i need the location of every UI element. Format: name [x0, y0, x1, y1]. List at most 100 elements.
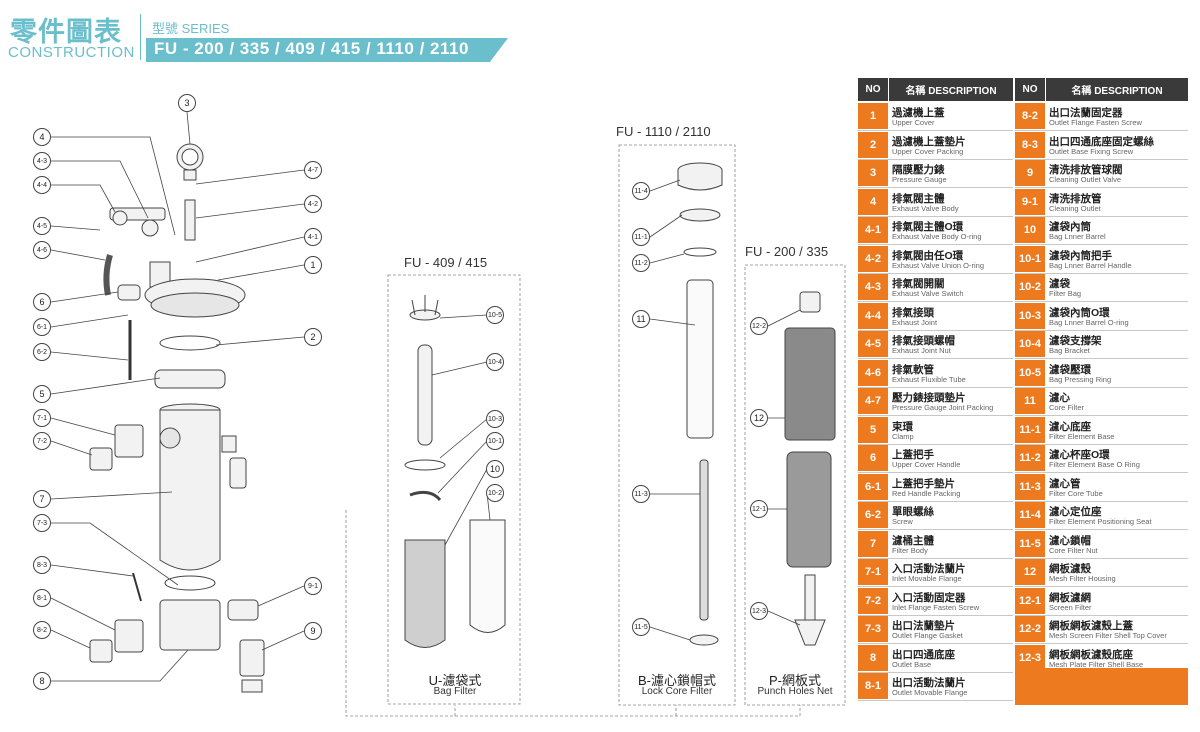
- exhaust-tube: [103, 254, 113, 296]
- row-name-en: Bag Lnner Barrel O-ring: [1049, 317, 1129, 327]
- row-name-zh: 濾心定位座: [1049, 506, 1102, 518]
- row-name-zh: 網板網板濾殼上蓋: [1049, 620, 1133, 632]
- screen-filter: [786, 451, 832, 568]
- row-number: 8-1: [858, 673, 888, 700]
- row-name-en: Exhaust Valve Body O-ring: [892, 232, 982, 241]
- inlet-fastener: [89, 447, 113, 471]
- cleaning-valve: [239, 639, 265, 677]
- callout-6-1: 6-1: [33, 318, 51, 336]
- row-name-en: Pressure Gauge Joint Packing: [892, 403, 994, 412]
- row-number: 10: [1015, 217, 1045, 244]
- title-en: CONSTRUCTION: [8, 44, 135, 61]
- bag-bracket: [417, 344, 433, 446]
- mesh-housing: [784, 327, 836, 441]
- row-name-en: Filter Core Tube: [1049, 488, 1103, 498]
- row-name-en: Outlet Movable Flange: [892, 688, 968, 697]
- mesh-base: [794, 619, 826, 646]
- row-name-en: Outlet Flange Fasten Screw: [1049, 118, 1142, 127]
- callout-5: 5: [33, 385, 51, 403]
- callout-11-2: 11-2: [632, 254, 650, 272]
- row-name-en: Upper Cover: [892, 118, 935, 127]
- row-name-zh: 濾心底座: [1049, 420, 1091, 433]
- row-number: 10-3: [1015, 302, 1045, 330]
- callout-12-2: 12-2: [750, 317, 768, 335]
- bag-caption-zh: U-濾袋式: [428, 673, 482, 688]
- row-name-zh: 入口活動法蘭片: [892, 563, 966, 575]
- callout-2: 2: [304, 328, 322, 346]
- row-number: 4-7: [858, 388, 888, 415]
- bag-filter-parts: [404, 295, 506, 648]
- callout-4-3: 4-3: [33, 152, 51, 170]
- row-name-en: Exhaust Valve Switch: [892, 289, 964, 298]
- header-divider: [140, 14, 141, 60]
- row-number: 4-3: [858, 274, 888, 301]
- callout-7-1: 7-1: [33, 409, 51, 427]
- row-number: 4-4: [858, 302, 888, 330]
- row-number: 1: [858, 103, 888, 130]
- row-name-zh: 網板網板濾殼底座: [1049, 648, 1133, 661]
- row-number: 2: [858, 131, 888, 159]
- row-name-en: Inlet Movable Flange: [892, 574, 962, 583]
- clamp: [154, 369, 226, 389]
- row-name-zh: 出口法蘭固定器: [1049, 107, 1123, 119]
- callout-4-4: 4-4: [33, 176, 51, 194]
- row-name-zh: 網板濾殼: [1049, 563, 1091, 575]
- callout-8-3: 8-3: [33, 556, 51, 574]
- row-number: 10-4: [1015, 331, 1045, 358]
- callout-8-1: 8-1: [33, 589, 51, 607]
- row-number: 11-5: [1015, 530, 1045, 558]
- row-name-en: Clamp: [892, 431, 914, 441]
- row-name-zh: 濾袋內筒O環: [1049, 306, 1110, 319]
- header-no-right: NO: [1015, 78, 1045, 101]
- row-name-zh: 濾袋壓環: [1049, 363, 1091, 376]
- row-name-en: Outlet Base Fixing Screw: [1049, 146, 1134, 156]
- row-name-zh: 出口活動法蘭片: [892, 677, 966, 689]
- row-name-en: Upper Cover Packing: [892, 146, 964, 156]
- callout-7-3: 7-3: [33, 514, 51, 532]
- callout-10-2: 10-2: [486, 484, 504, 502]
- row-name-zh: 濾袋內筒: [1049, 221, 1091, 233]
- row-name-zh: 清洗排放管球閥: [1049, 164, 1123, 176]
- callout-4-2: 4-2: [304, 195, 322, 213]
- callout-4-6: 4-6: [33, 241, 51, 259]
- row-number: 10-5: [1015, 359, 1045, 387]
- cover-packing: [159, 335, 221, 351]
- row-number: 5: [858, 416, 888, 444]
- main-filter-assembly: [89, 143, 265, 693]
- row-number: 9-1: [1015, 188, 1045, 216]
- row-name-zh: 排氣閥開關: [892, 278, 945, 290]
- callout-10-4: 10-4: [486, 353, 504, 371]
- callout-8-2: 8-2: [33, 621, 51, 639]
- row-name-en: Exhaust Valve Body: [892, 203, 959, 213]
- row-name-zh: 濾袋內筒把手: [1049, 249, 1112, 262]
- row-name-en: Core Filter Nut: [1049, 545, 1098, 555]
- core-filter: [686, 279, 714, 439]
- row-name-zh: 濾心: [1049, 392, 1070, 404]
- row-number: 8: [858, 644, 888, 672]
- core-caption-en: Lock Core Filter: [641, 686, 713, 697]
- row-name-zh: 過濾機上蓋墊片: [892, 135, 966, 148]
- row-name-en: Filter Body: [892, 545, 928, 555]
- row-name-en: Core Filter: [1049, 403, 1085, 412]
- outlet-base: [159, 599, 221, 651]
- row-number: 11-1: [1015, 416, 1045, 444]
- row-number: 6: [858, 445, 888, 472]
